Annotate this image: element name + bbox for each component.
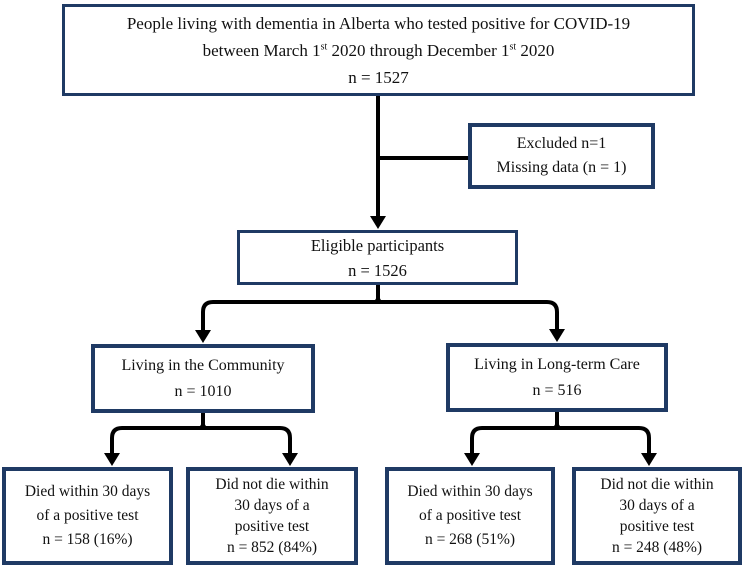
edge-community-bracket — [110, 426, 292, 455]
edge-ltc-bracket — [470, 426, 651, 455]
arrowhead-eligible — [370, 216, 386, 229]
ltc-not-died-box: Did not die within 30 days of a positive… — [572, 467, 742, 565]
ltc-died-count: n = 268 (51%) — [424, 531, 516, 548]
junction-flare-community — [194, 418, 212, 430]
ltc-not-died-line1: Did not die within — [600, 476, 714, 493]
community-not-died-line1: Did not die within — [215, 476, 329, 493]
community-not-died-line2: 30 days of a — [234, 497, 310, 514]
ltc-died-line2: of a positive test — [418, 507, 522, 524]
edge-eligible-bracket — [201, 300, 559, 331]
arrowhead-community — [195, 330, 211, 343]
top-box-line2: between March 1st 2020 through December … — [202, 40, 555, 60]
eligible-box-count: n = 1526 — [348, 260, 407, 280]
eligible-box: Eligible participants n = 1526 — [237, 230, 518, 285]
community-not-died-line3: positive test — [234, 518, 310, 535]
ltc-died-line1: Died within 30 days — [407, 483, 533, 500]
arrowhead-community-not-died — [282, 453, 298, 466]
eligible-box-label: Eligible participants — [310, 235, 445, 255]
community-box: Living in the Community n = 1010 — [91, 344, 315, 413]
ltc-died-box: Died within 30 days of a positive test n… — [385, 467, 555, 565]
ltc-box-label: Living in Long-term Care — [474, 355, 640, 373]
community-died-count: n = 158 (16%) — [42, 531, 133, 548]
junction-flare-eligible — [369, 292, 387, 304]
top-box-line1: People living with dementia in Alberta w… — [126, 13, 631, 33]
excluded-box-line1: Excluded n=1 — [516, 135, 607, 152]
superscript-st: st — [509, 40, 517, 52]
top-box: People living with dementia in Alberta w… — [62, 4, 695, 96]
ltc-not-died-count: n = 248 (48%) — [611, 539, 703, 556]
ltc-not-died-line2: 30 days of a — [619, 497, 695, 514]
junction-flare-ltc — [548, 418, 566, 430]
excluded-box: Excluded n=1 Missing data (n = 1) — [468, 123, 655, 189]
arrowhead-ltc-not-died — [641, 453, 657, 466]
excluded-box-line2: Missing data (n = 1) — [496, 159, 627, 176]
ltc-box-count: n = 516 — [532, 381, 582, 399]
community-died-line1: Died within 30 days — [24, 483, 151, 500]
long-term-care-box: Living in Long-term Care n = 516 — [446, 343, 668, 412]
superscript-st: st — [320, 40, 328, 52]
ltc-not-died-line3: positive test — [619, 518, 695, 535]
community-not-died-count: n = 852 (84%) — [226, 539, 318, 556]
community-died-line2: of a positive test — [36, 507, 139, 524]
arrowhead-ltc-died — [464, 453, 480, 466]
community-died-box: Died within 30 days of a positive test n… — [2, 467, 173, 565]
community-box-count: n = 1010 — [174, 382, 232, 400]
top-box-count: n = 1527 — [348, 67, 409, 87]
arrowhead-ltc — [549, 329, 565, 342]
arrowhead-community-died — [104, 453, 120, 466]
community-box-label: Living in the Community — [121, 356, 285, 374]
community-not-died-box: Did not die within 30 days of a positive… — [186, 467, 358, 565]
